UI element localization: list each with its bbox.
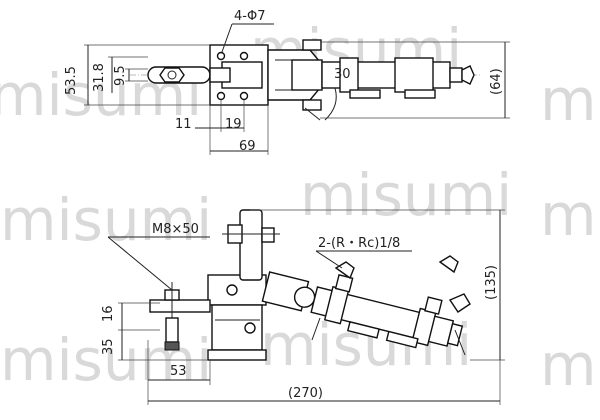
dim-19: 19: [225, 117, 242, 132]
dim-11: 11: [175, 117, 192, 132]
leader-line: [107, 236, 173, 291]
cylinder-side: [261, 271, 464, 349]
lead-wire: [311, 317, 321, 341]
sensor-side: [346, 321, 380, 339]
mounting-hole: [216, 91, 226, 101]
pivot-pin: [226, 284, 238, 296]
arm-nut: [261, 227, 275, 243]
cylinder-head: [291, 59, 323, 91]
watermark-text: misumi: [540, 181, 600, 249]
horizontal-arm: [149, 299, 211, 313]
hex-nut: [159, 67, 185, 83]
dim-53: 53: [170, 364, 187, 379]
dim-31-8: 31.8: [92, 63, 107, 92]
handle-part: [147, 66, 211, 84]
bottom-dimensions: 11 19 69: [175, 100, 269, 155]
mounting-hole: [239, 51, 249, 61]
callouts-side: M8×50 2-(R・Rc)1/8: [107, 222, 412, 291]
vertical-arm: [239, 209, 263, 281]
mounting-hole: [239, 91, 249, 101]
cylinder-label: 30: [334, 67, 351, 82]
bolt-label: M8×50: [152, 222, 199, 237]
lead-wire: [454, 329, 466, 356]
port-fitting: [334, 273, 354, 293]
pivot-pin: [244, 322, 256, 334]
air-fittings-side: [311, 255, 471, 356]
spindle-tip: [164, 341, 180, 351]
watermark-text: misumi: [300, 161, 512, 229]
cylinder-band: [394, 57, 434, 93]
clamp-arm: [149, 282, 211, 351]
leader-line: [221, 23, 233, 53]
elbow-fitting: [448, 293, 471, 313]
right-dimension: (64): [320, 41, 510, 119]
side-left-dimensions: 35 16: [101, 302, 208, 361]
open-arm: [222, 209, 280, 281]
hole-callout: 4-Φ7: [221, 9, 274, 53]
arm-link: [209, 67, 231, 83]
side-view: M8×50 2-(R・Rc)1/8 35 16 53 (270): [101, 209, 505, 405]
sensor-rail: [349, 89, 381, 99]
dim-64: (64): [489, 68, 504, 95]
pivot-cap: [302, 39, 322, 51]
watermark-text: misumi: [0, 186, 212, 254]
dim-69: 69: [239, 139, 256, 154]
elbow-fitting: [438, 255, 459, 274]
base-foot: [207, 349, 267, 361]
leader-line: [315, 250, 343, 269]
air-cylinder: 30: [291, 57, 475, 121]
dim-16: 16: [101, 305, 116, 322]
spindle-body: [165, 317, 179, 343]
dim-270: (270): [288, 386, 323, 401]
lead-wire: [324, 87, 337, 121]
cylinder-band: [339, 57, 359, 93]
watermark-layer: misumi misumi misumi misumi misumi misum…: [0, 16, 600, 399]
end-cap: [449, 67, 463, 83]
port-fitting: [424, 296, 443, 315]
pin-line: [304, 107, 321, 121]
air-fitting: [461, 65, 475, 85]
pivot-cap: [302, 99, 322, 111]
port-label: 2-(R・Rc)1/8: [318, 236, 400, 251]
base-plate: [209, 44, 269, 106]
left-dimensions: 53.5 31.8 9.5: [64, 44, 210, 106]
hole-label: 4-Φ7: [234, 9, 265, 24]
top-view: 30 4-Φ7 53.5 31.8 9.5: [64, 9, 510, 155]
dim-35: 35: [101, 338, 116, 355]
dim-135: (135): [484, 265, 499, 300]
sensor-side: [385, 330, 419, 349]
mounting-hole: [216, 51, 226, 61]
sensor-rail: [404, 89, 436, 99]
elbow-fitting: [334, 261, 355, 280]
side-right-dimension: (135): [250, 209, 505, 361]
dim-53-5: 53.5: [64, 66, 79, 95]
watermark-text: misumi: [540, 331, 600, 399]
dim-9-5: 9.5: [113, 65, 128, 86]
watermark-text: misumi: [540, 66, 600, 134]
bolt-circle: [167, 70, 177, 80]
clamp-body-side: [207, 274, 267, 361]
